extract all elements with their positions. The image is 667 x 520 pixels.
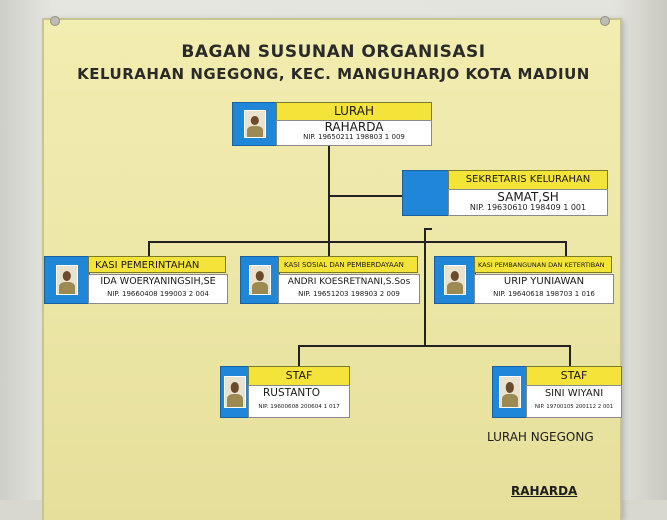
card-lurah: LURAH RAHARDA NIP. 19650211 198803 1 009 [232,102,432,146]
role-label: STAF [526,366,622,386]
person-nip: NIP. 19700105 200112 2 001 [534,404,614,410]
portrait-photo [249,265,271,295]
connector-staf-2 [569,345,571,367]
pin-right [600,16,610,26]
person-name: RUSTANTO [263,387,320,399]
photo-frame [492,366,528,418]
connector-staf-1 [298,345,300,367]
signature-name: RAHARDA [511,484,578,498]
role-label: KASI PEMBANGUNAN DAN KETERTIBAN [474,256,612,273]
connector-kasi-3 [565,241,567,257]
photo-frame [434,256,476,304]
card-kasi-pembangunan: KASI PEMBANGUNAN DAN KETERTIBAN URIP YUN… [434,256,614,304]
photo-frame [220,366,250,418]
role-label: LURAH [276,102,432,121]
pin-left [50,16,60,26]
role-label: SEKRETARIS KELURAHAN [448,170,608,190]
person-nip: NIP. 19630610 198409 1 001 [469,203,587,212]
connector-kasi-horizontal [148,241,566,243]
person-name: SINI WIYANI [544,388,604,399]
card-sekretaris: SEKRETARIS KELURAHAN SAMAT,SH NIP. 19630… [402,170,608,216]
chart-subtitle: KELURAHAN NGEGONG, KEC. MANGUHARJO KOTA … [77,65,590,83]
connector-sekretaris [328,195,402,197]
role-label: STAF [248,366,350,386]
person-nip: NIP. 19651203 198903 2 009 [298,290,400,298]
connector-sekretaris-down [424,228,426,346]
photo-frame [44,256,90,304]
card-staf-sini-wiyani: STAF SINI WIYANI NIP. 19700105 200112 2 … [492,366,622,418]
connector-kasi-1 [148,241,150,257]
person-name: SAMAT,SH [497,190,559,204]
connector-sekretaris-hook [424,228,432,230]
signature-title: LURAH NGEGONG [487,430,594,444]
connector-staf-horizontal [298,345,570,347]
portrait-photo [499,376,521,408]
connector-lurah-down [328,146,330,242]
person-nip: NIP. 19600608 200604 1 017 [258,404,340,410]
portrait-photo [444,265,466,295]
portrait-photo [224,376,246,408]
photo-frame [240,256,280,304]
photo-frame [402,170,450,216]
person-nip: NIP. 19660408 199003 2 004 [107,290,209,298]
person-name: IDA WOERYANINGSIH,SE [100,276,216,287]
portrait-photo [56,265,78,295]
portrait-photo [244,110,266,138]
role-label: KASI SOSIAL DAN PEMBERDAYAAN [278,256,418,273]
person-name: ANDRI KOESRETNANI,S.Sos [287,277,411,287]
card-kasi-pemerintahan: KASI PEMERINTAHAN IDA WOERYANINGSIH,SE N… [44,256,228,304]
person-name: RAHARDA [324,120,384,134]
person-nip: NIP. 19650211 198803 1 009 [303,133,405,141]
role-label: KASI PEMERINTAHAN [88,256,226,273]
card-staf-rustanto: STAF RUSTANTO NIP. 19600608 200604 1 017 [220,366,350,418]
person-name: URIP YUNIAWAN [503,276,585,287]
person-nip: NIP. 19640618 198703 1 016 [493,290,595,298]
photo-frame [232,102,278,146]
connector-kasi-2 [328,241,330,257]
card-kasi-sosial: KASI SOSIAL DAN PEMBERDAYAAN ANDRI KOESR… [240,256,420,304]
chart-title: BAGAN SUSUNAN ORGANISASI [181,42,486,62]
